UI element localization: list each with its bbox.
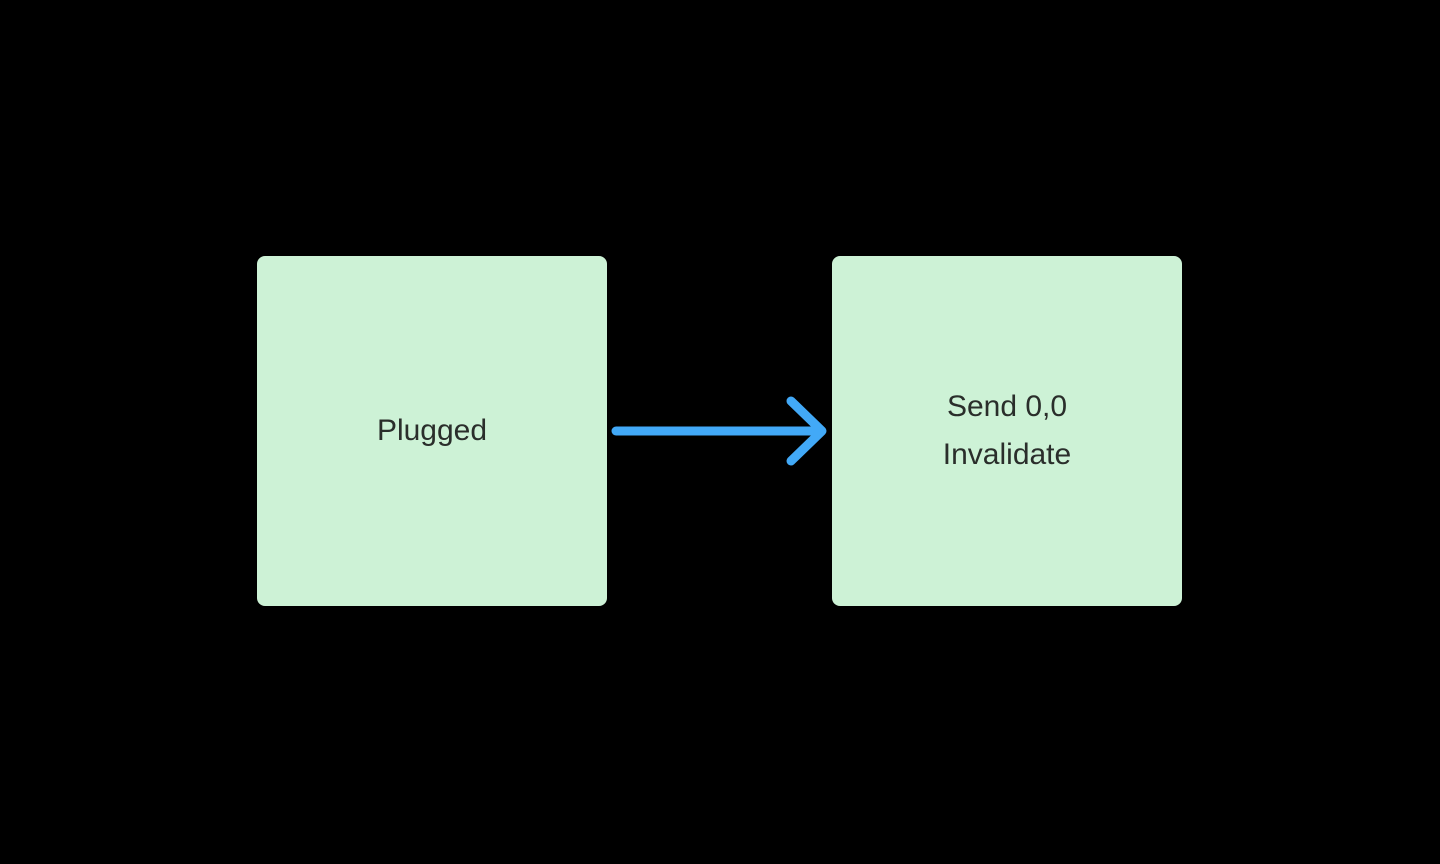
node-plugged[interactable]: Plugged (257, 256, 607, 606)
arrow-head-icon (786, 396, 827, 466)
node-plugged-label: Plugged (376, 414, 488, 447)
arrow-connector[interactable] (607, 388, 837, 478)
node-send-line2: Invalidate (942, 438, 1072, 471)
node-send-invalidate[interactable]: Send 0,0 Invalidate (832, 256, 1182, 606)
node-send-line1: Send 0,0 (946, 390, 1068, 423)
